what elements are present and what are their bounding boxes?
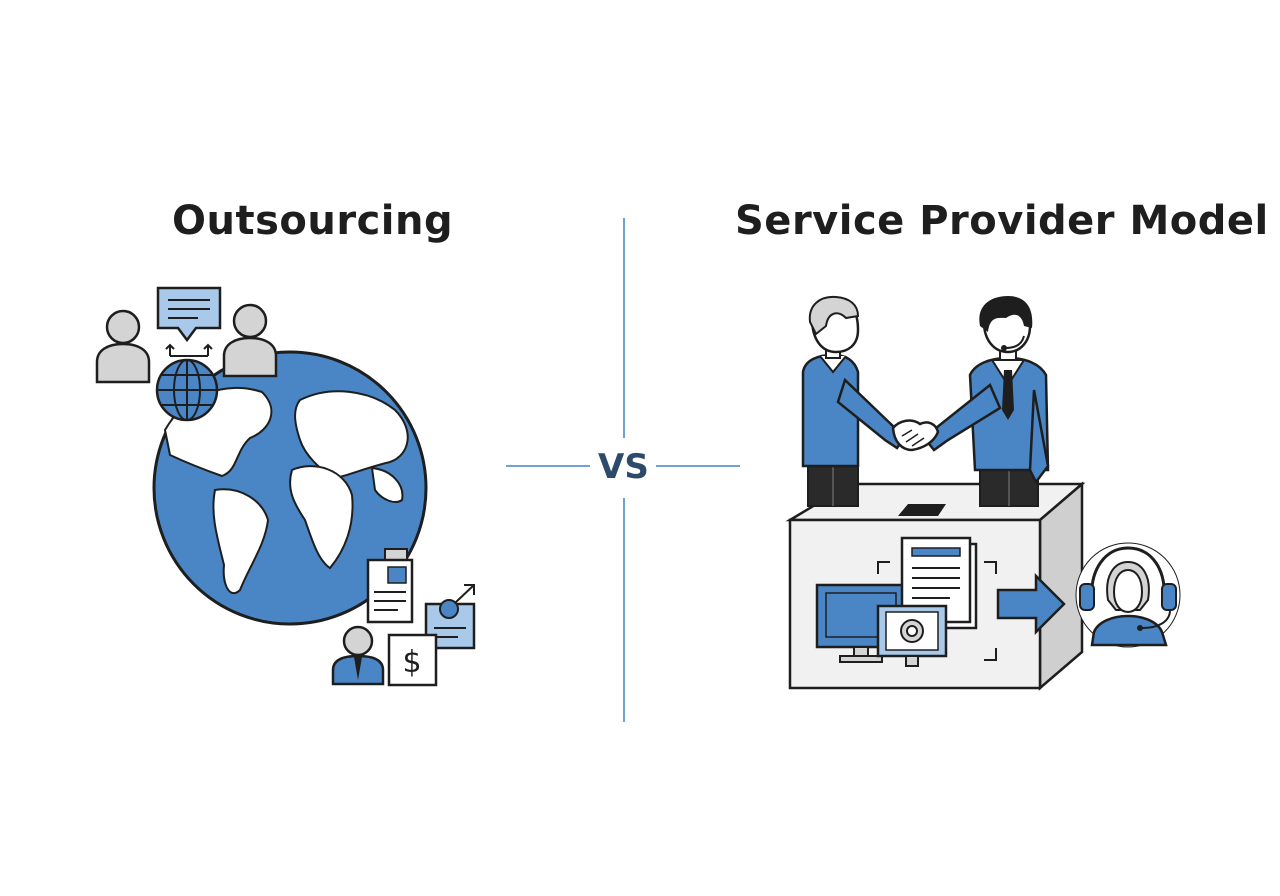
service-provider-model-title: Service Provider Model — [735, 198, 1269, 244]
chat-bubble-icon — [156, 286, 222, 343]
center-divider — [506, 218, 740, 722]
businessman-left — [801, 295, 906, 507]
handshake-icon — [891, 419, 940, 452]
dollar-icon — [387, 633, 438, 687]
settings-card-icon — [876, 604, 948, 667]
small-globe-icon — [155, 358, 219, 422]
businessman-right — [924, 296, 1050, 507]
person-icon — [222, 303, 278, 378]
dollar-sign: $ — [402, 645, 421, 680]
support-agent-headset-icon — [1075, 542, 1181, 648]
outsourcing-title: Outsourcing — [172, 198, 454, 244]
document-icon — [366, 548, 414, 624]
arrow-right-icon — [996, 572, 1066, 636]
vs-label: VS — [598, 447, 649, 487]
business-person-icon — [331, 625, 385, 686]
arrows-icon — [165, 343, 213, 357]
person-icon — [95, 309, 151, 384]
focus-brackets — [877, 561, 997, 661]
